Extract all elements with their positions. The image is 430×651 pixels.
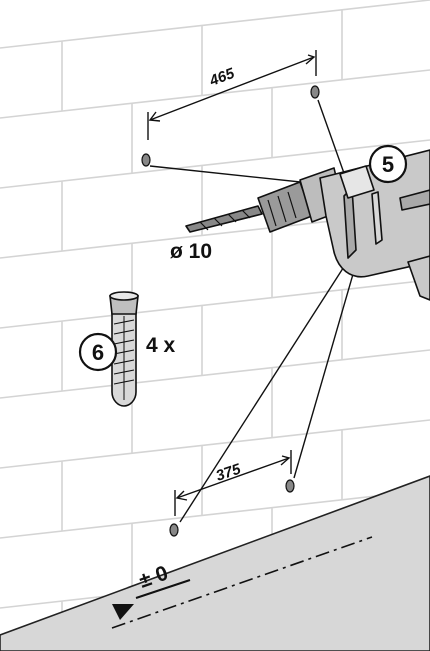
drill-bit — [185, 205, 263, 233]
drill-hole-top-left — [141, 153, 151, 167]
top-dimension — [147, 50, 317, 140]
step-5-badge — [368, 144, 408, 184]
anchor-quantity-label: 4 x — [146, 334, 176, 357]
drill-handle — [407, 255, 430, 301]
step-6-number: 6 — [92, 340, 104, 365]
top-dimension-label: 465 — [206, 65, 237, 90]
step-6-badge — [78, 332, 118, 372]
drill-hole-bottom-right — [285, 479, 295, 493]
level-reference-line — [111, 536, 373, 629]
bottom-dimension-label: 375 — [214, 460, 244, 484]
floor-surface — [0, 475, 430, 651]
drill-hole-bottom-left — [169, 523, 179, 537]
level-marker-triangle — [112, 604, 134, 620]
bit-diameter-label: ø 10 — [170, 240, 212, 263]
level-label-underline — [135, 579, 191, 599]
drill-icon — [185, 149, 430, 301]
bottom-dimension — [174, 450, 292, 516]
wall-anchor-icon — [109, 291, 139, 407]
drill-holes — [141, 85, 320, 537]
leader-lines — [149, 99, 361, 523]
step-5-number: 5 — [382, 152, 394, 177]
drill-hole-top-right — [310, 85, 320, 99]
